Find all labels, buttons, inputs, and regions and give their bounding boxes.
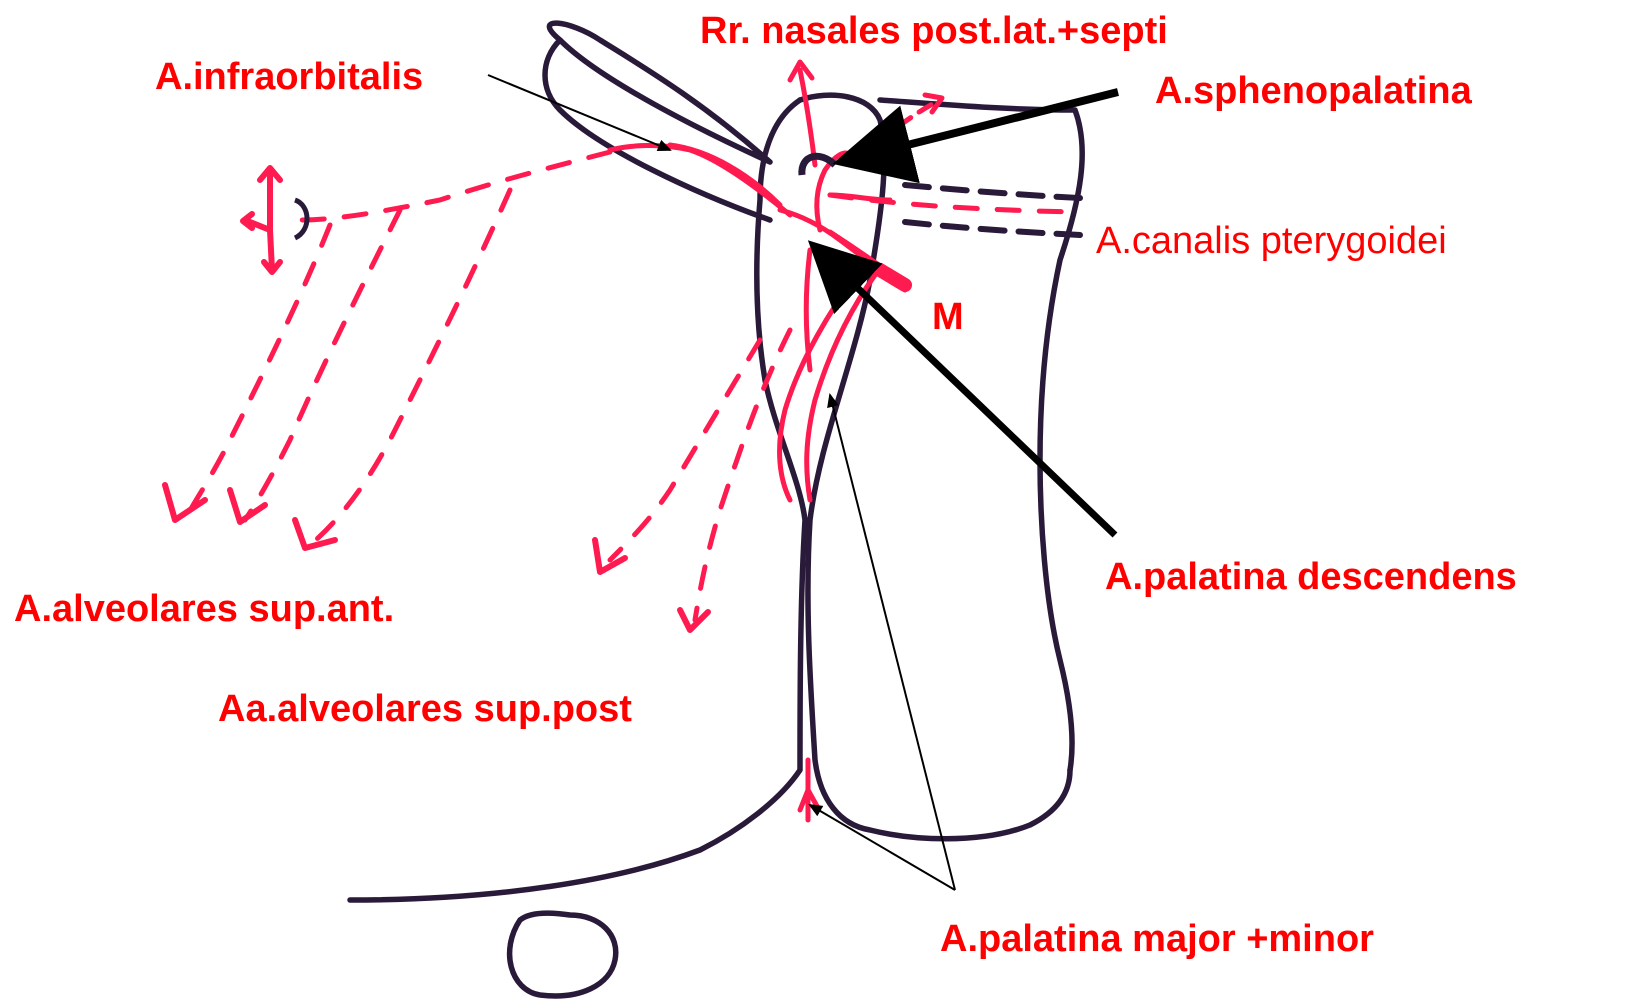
vessel-alveolar-ant-1 (185, 225, 330, 520)
pointer-palatina-major-2 (810, 805, 955, 890)
label-a-canalis-pterygoidei: A.canalis pterygoidei (1096, 222, 1447, 260)
vessel-nasales-right (880, 100, 940, 140)
pterygoid-canal-upper (905, 185, 1080, 198)
pointer-palatina-descendens (818, 250, 1115, 535)
arrowhead-post-1 (595, 540, 625, 572)
vessel-alveolar-ant-3 (310, 190, 510, 545)
label-a-palatina-descendens: A.palatina descendens (1105, 558, 1517, 596)
vessel-alveolar-post-1 (610, 340, 760, 560)
label-a-alveolares-sup-ant: A.alveolares sup.ant. (14, 590, 394, 628)
label-a-sphenopalatina: A.sphenopalatina (1155, 72, 1472, 110)
maxillary-artery-stub (880, 270, 905, 285)
pointer-palatina-major-1 (830, 395, 955, 890)
vessel-alveolar-post-2 (695, 330, 790, 620)
label-rr-nasales: Rr. nasales post.lat.+septi (700, 12, 1168, 50)
perpendicular-plate-left-outline (350, 100, 805, 900)
pterygoid-canal-lower (905, 222, 1080, 235)
label-a-infraorbitalis: A.infraorbitalis (155, 58, 423, 96)
label-m: M (932, 298, 964, 336)
label-aa-alveolares-sup-post: Aa.alveolares sup.post (218, 690, 632, 728)
arrowhead-ant-1 (165, 485, 205, 520)
label-a-palatina-major-minor: A.palatina major +minor (940, 920, 1374, 958)
vessel-left-star (243, 168, 280, 272)
vessel-descending-3 (806, 250, 810, 370)
pterygoid-plate-outline (880, 100, 1082, 770)
vessel-alveolar-ant-2 (245, 210, 400, 520)
pointer-infraorbitalis (488, 75, 670, 150)
vessel-infraorbital-dashed (300, 152, 610, 220)
vessel-nasales-up (800, 70, 815, 165)
molar-outline (510, 913, 616, 996)
